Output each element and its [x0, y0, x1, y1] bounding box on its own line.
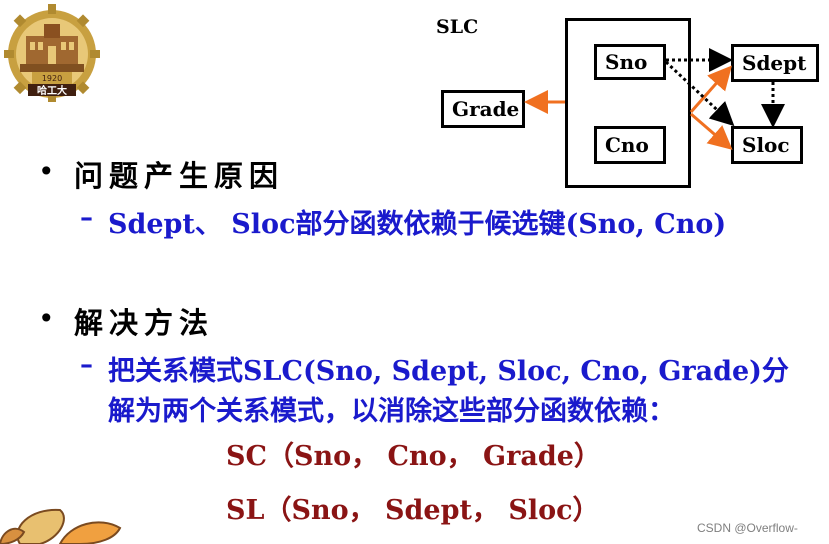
dash-1: – [80, 203, 93, 233]
section2-sub-line2: 解为两个关系模式，以消除这些部分函数依赖： [108, 396, 675, 427]
node-sdept: Sdept [731, 44, 819, 82]
node-cno: Cno [594, 126, 666, 164]
section1-sub: Sdept、 Sloc部分函数依赖于候选键(Sno, Cno) [108, 209, 727, 240]
decorative-leaves-icon [0, 508, 122, 544]
section2-sub-line1: 把关系模式SLC(Sno, Sdept, Sloc, Cno, Grade)分 [108, 356, 789, 387]
bullet-2: • [38, 302, 55, 335]
node-sloc: Sloc [731, 126, 803, 164]
relation-label: SLC [436, 16, 479, 38]
result-sc: SC（Sno， Cno， Grade） [226, 441, 601, 472]
arrow-slc-sdept [689, 65, 732, 113]
section1-title: 问题产生原因 [74, 159, 285, 193]
dash-2: – [80, 350, 93, 380]
result-sl: SL（Sno， Sdept， Sloc） [226, 495, 600, 526]
logo-year: 1920 [42, 74, 62, 83]
university-logo: 1920 哈工大 [4, 4, 100, 102]
section2-title: 解决方法 [74, 306, 215, 340]
watermark: CSDN @Overflow- [697, 521, 798, 535]
arrow-slc-sloc [690, 112, 733, 150]
node-grade: Grade [441, 90, 525, 128]
node-sno: Sno [594, 44, 666, 80]
bullet-1: • [38, 155, 55, 188]
gear-emblem-icon [4, 4, 100, 102]
logo-name: 哈工大 [37, 84, 67, 97]
